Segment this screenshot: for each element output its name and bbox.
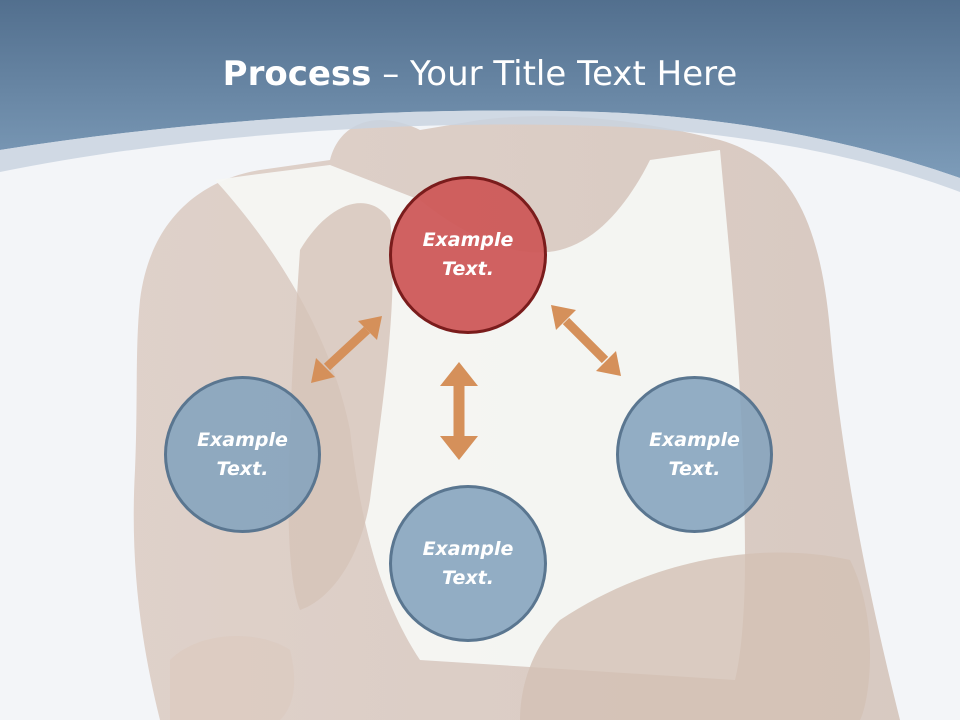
process-node-right: Example Text. [616,376,773,533]
node-top-line2: Text. [442,258,494,280]
title-rest: Your Title Text Here [410,54,738,94]
node-left-line1: Example [197,428,288,451]
node-left-line2: Text. [216,457,269,480]
title-separator: – [371,54,411,94]
node-bottom-line2: Text. [442,566,494,589]
double-arrow-upper-left [311,316,382,383]
node-right-line1: Example [649,428,740,451]
process-node-bottom: Example Text. [389,485,547,642]
double-arrow-upper-right [551,305,621,376]
double-arrow-vertical [440,362,478,460]
node-top-line1: Example [422,229,514,251]
node-right-line2: Text. [668,457,721,480]
process-node-left: Example Text. [164,376,321,533]
process-node-top: Example Text. [389,176,547,334]
node-bottom-line1: Example [422,537,514,560]
title-bold: Process [222,54,372,94]
slide-title: Process – Your Title Text Here [0,50,960,98]
